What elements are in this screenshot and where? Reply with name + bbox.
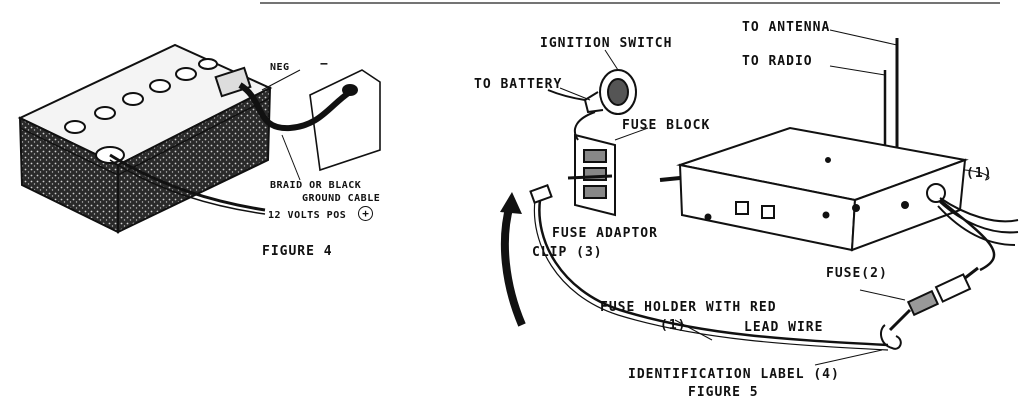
radio-pointer-line: [829, 65, 886, 76]
radio-unit: [676, 126, 969, 252]
pos-label: 12 VOLTS POS: [268, 210, 347, 221]
fuse-adaptor-clip: [529, 184, 553, 204]
adaptor-label-line1: FUSE ADAPTOR: [552, 226, 658, 241]
power-lead: [939, 199, 996, 272]
fuse-block-pointer-line: [614, 127, 649, 141]
battery-label: TO BATTERY: [474, 77, 563, 92]
ignition-label: IGNITION SWITCH: [540, 36, 673, 51]
fuse-label: FUSE(2): [826, 266, 888, 281]
fuse-block: [574, 133, 616, 217]
ignition-pointer-line: [604, 49, 619, 71]
fuse-block-label: FUSE BLOCK: [622, 118, 711, 133]
neg-pointer-line: [261, 69, 301, 91]
insert-arrow: [500, 203, 526, 327]
identification-label-text: IDENTIFICATION LABEL (4): [628, 367, 840, 382]
figure5-caption: FIGURE 5: [688, 385, 759, 400]
ignition-switch: [583, 69, 637, 115]
positive-cable: [109, 153, 266, 212]
red-lead-wire: [538, 199, 889, 347]
radio-label: TO RADIO: [742, 54, 813, 69]
antenna-label: TO ANTENNA: [742, 20, 831, 35]
pos-symbol: +: [358, 206, 373, 221]
holder-label-line2: (1): [660, 318, 687, 333]
ground-cable: [238, 82, 352, 132]
neg-symbol: −: [320, 57, 329, 72]
antenna-pointer-line: [829, 29, 898, 46]
holder-label-line3: LEAD WIRE: [744, 320, 824, 335]
ground-label-line1: BRAID OR BLACK: [270, 180, 362, 191]
ground-pointer-line: [281, 134, 301, 181]
figure4-caption: FIGURE 4: [262, 244, 333, 259]
holder-pointer-line: [674, 319, 713, 341]
identification-label: [879, 324, 902, 350]
battery-lead: [547, 89, 586, 101]
connector-label: (1): [966, 166, 993, 181]
battery-illustration: [17, 43, 381, 234]
switch-to-fuse-lead: [573, 111, 596, 141]
neg-label: NEG: [270, 62, 290, 73]
wire-bundle: [939, 197, 1019, 223]
holder-label-line1: FUSE HOLDER WITH RED: [600, 300, 777, 315]
adaptor-label-line2: CLIP (3): [532, 245, 603, 260]
in-line-fuse: [906, 273, 972, 317]
fuse-pointer-line: [859, 289, 906, 301]
ground-label-line2: GROUND CABLE: [302, 193, 381, 204]
fuse-holder-lead: [888, 308, 912, 332]
label-pointer-line: [814, 349, 883, 366]
